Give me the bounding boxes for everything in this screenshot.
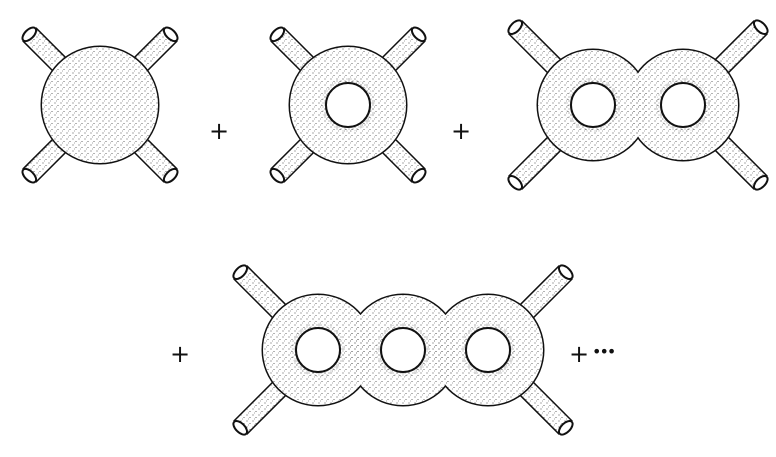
hole-3: [461, 323, 515, 377]
surface-term-3: [506, 18, 770, 192]
surface-term-2: [268, 25, 428, 185]
hole-1: [291, 323, 345, 377]
hole-2: [656, 78, 710, 132]
hole-2: [376, 323, 430, 377]
plus-sign-3: +: [170, 342, 190, 366]
hole-1: [566, 78, 620, 132]
surface-term-1: [20, 25, 180, 185]
body: [41, 46, 160, 165]
ellipsis: •••: [592, 340, 614, 364]
hole-1: [321, 78, 375, 132]
surface-term-4: [231, 263, 575, 437]
plus-sign-4: +: [569, 342, 589, 366]
plus-sign-2: +: [451, 119, 471, 143]
plus-sign-1: +: [209, 119, 229, 143]
